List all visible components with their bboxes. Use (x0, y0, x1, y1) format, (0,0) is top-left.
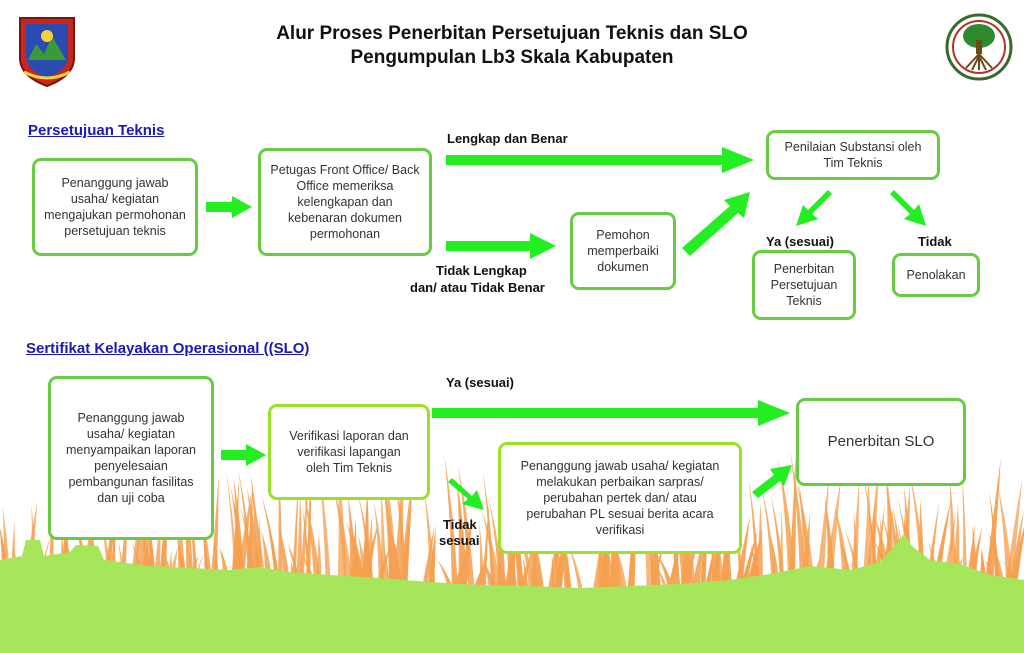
label-pt-no: Tidak (918, 234, 952, 249)
grass-blade (457, 464, 476, 600)
tree-roots-emblem-icon (945, 13, 1013, 81)
arrow-fix-to-assessment (682, 192, 750, 256)
grass-blade (626, 477, 637, 600)
section-heading-persetujuan-teknis: Persetujuan Teknis (28, 122, 165, 139)
arrow-repair-to-issue (752, 465, 792, 498)
grass-blade (719, 511, 731, 600)
grass-blade (478, 519, 485, 600)
grass-blade (303, 492, 323, 600)
arrow-complete-to-assessment (446, 147, 754, 173)
grass-blade (1003, 477, 1023, 600)
grass-blade (748, 478, 761, 600)
box-slo-applicant: Penanggung jawab usaha/ kegiatan menyamp… (48, 376, 214, 540)
grass-blade (482, 470, 496, 600)
grass-blade (238, 471, 255, 600)
arrow-slo-applicant-to-verify (221, 444, 266, 466)
box-pt-assessment: Penilaian Substansi oleh Tim Teknis (766, 130, 940, 180)
grass-blade (229, 474, 240, 600)
label-incomplete-2: dan/ atau Tidak Benar (410, 280, 545, 295)
label-incomplete-1: Tidak Lengkap (436, 263, 527, 278)
grass-blade (444, 454, 459, 600)
grass-blade (391, 460, 404, 600)
grass-blade (385, 472, 399, 600)
grass-blade (507, 460, 518, 600)
grass-blade (455, 516, 473, 600)
grass-blade (426, 525, 436, 600)
regency-crest-icon (19, 17, 75, 88)
title-line-1: Alur Proses Penerbitan Persetujuan Tekni… (276, 23, 748, 44)
arrow-assessment-to-yes (796, 190, 832, 226)
grass-blade (982, 472, 1001, 600)
box-slo-repair: Penanggung jawab usaha/ kegiatan melakuk… (498, 442, 742, 554)
box-slo-verify: Verifikasi laporan dan verifikasi lapang… (268, 404, 430, 500)
grass-blade (373, 501, 386, 600)
arrow-verify-to-repair (448, 478, 484, 510)
arrow-applicant-to-office (206, 196, 252, 218)
grass-blade (777, 458, 798, 600)
box-pt-front-office: Petugas Front Office/ Back Office memeri… (258, 148, 432, 256)
label-slo-no-1: Tidak (443, 517, 477, 532)
section-heading-slo: Sertifikat Kelayakan Operasional ((SLO) (26, 340, 310, 357)
arrow-verify-to-issue (432, 400, 790, 426)
grass-blade (566, 539, 585, 600)
arrow-assessment-to-no (890, 190, 926, 226)
box-pt-issue: Penerbitan Persetujuan Teknis (752, 250, 856, 320)
box-slo-issue: Penerbitan SLO (796, 398, 966, 486)
ground-silhouette (0, 534, 1024, 653)
arrow-incomplete-to-fix (446, 233, 556, 259)
grass-blade (790, 450, 808, 600)
box-pt-reject: Penolakan (892, 253, 980, 297)
diagram-title: Alur Proses Penerbitan Persetujuan Tekni… (200, 22, 824, 70)
logo-right (944, 12, 1014, 82)
box-pt-fix-docs: Pemohon memperbaiki dokumen (570, 212, 676, 290)
title-line-2: Pengumpulan Lb3 Skala Kabupaten (350, 47, 674, 68)
logo-left (14, 14, 80, 88)
label-complete: Lengkap dan Benar (447, 131, 568, 146)
label-slo-no-2: sesuai (439, 533, 480, 548)
grass-blade (357, 492, 376, 600)
label-pt-yes: Ya (sesuai) (766, 234, 834, 249)
label-slo-yes: Ya (sesuai) (446, 375, 514, 390)
grass-blade (305, 455, 312, 600)
grass-blade (495, 514, 506, 600)
box-pt-applicant: Penanggung jawab usaha/ kegiatan mengaju… (32, 158, 198, 256)
